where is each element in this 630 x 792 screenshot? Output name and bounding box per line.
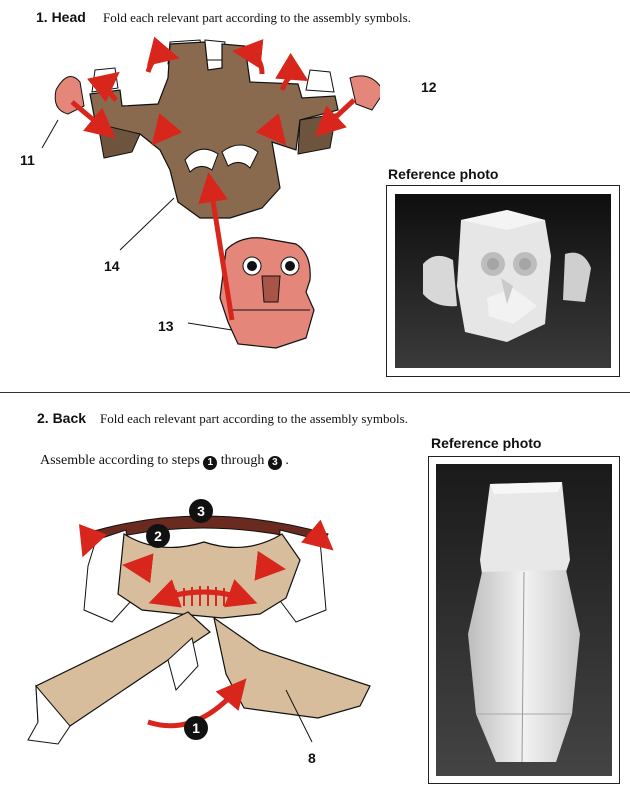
head-assembly-diagram [41, 36, 380, 349]
monkey-head-photo [395, 194, 611, 368]
back-part-8 [27, 611, 371, 745]
section2-instruction: Assemble according to steps 1 through 3 … [40, 453, 289, 470]
back-assembly-diagram: 1 2 3 [27, 499, 371, 745]
section1-reference-label: Reference photo [388, 166, 499, 182]
section2-heading: 2. Back [37, 410, 87, 426]
step-marker-2: 2 [154, 528, 162, 544]
step-number-icon: 1 [203, 456, 218, 470]
step-marker-1: 1 [192, 720, 200, 736]
step-number-icon: 1 [184, 716, 208, 740]
fold-marks [175, 586, 233, 606]
section2-reference-photo [428, 456, 620, 784]
part-label-14: 14 [104, 258, 120, 274]
instruction-text-after: . [285, 453, 289, 468]
step-marker-3: 3 [197, 503, 205, 519]
step-number-icon: 3 [267, 456, 282, 470]
section1-description: Fold each relevant part according to the… [103, 10, 411, 25]
section2-reference-label: Reference photo [431, 435, 542, 451]
section1-reference-photo [386, 185, 620, 377]
step-number-icon: 3 [189, 499, 213, 523]
step-number-icon: 2 [146, 524, 170, 548]
face-part-13 [219, 237, 315, 349]
instruction-text-before: Assemble according to steps [40, 453, 200, 468]
section-divider [0, 392, 630, 393]
part-label-13: 13 [158, 318, 174, 334]
instruction-text-middle: through [220, 453, 265, 468]
part-label-12: 12 [421, 79, 437, 95]
section2-description: Fold each relevant part according to the… [100, 411, 408, 426]
part-label-8: 8 [308, 750, 316, 766]
ear-part-12 [349, 75, 380, 111]
monkey-back-photo [436, 464, 612, 776]
part-label-11: 11 [20, 152, 35, 168]
section1-heading: 1. Head [36, 9, 86, 25]
fold-arrow-icon [70, 36, 356, 321]
